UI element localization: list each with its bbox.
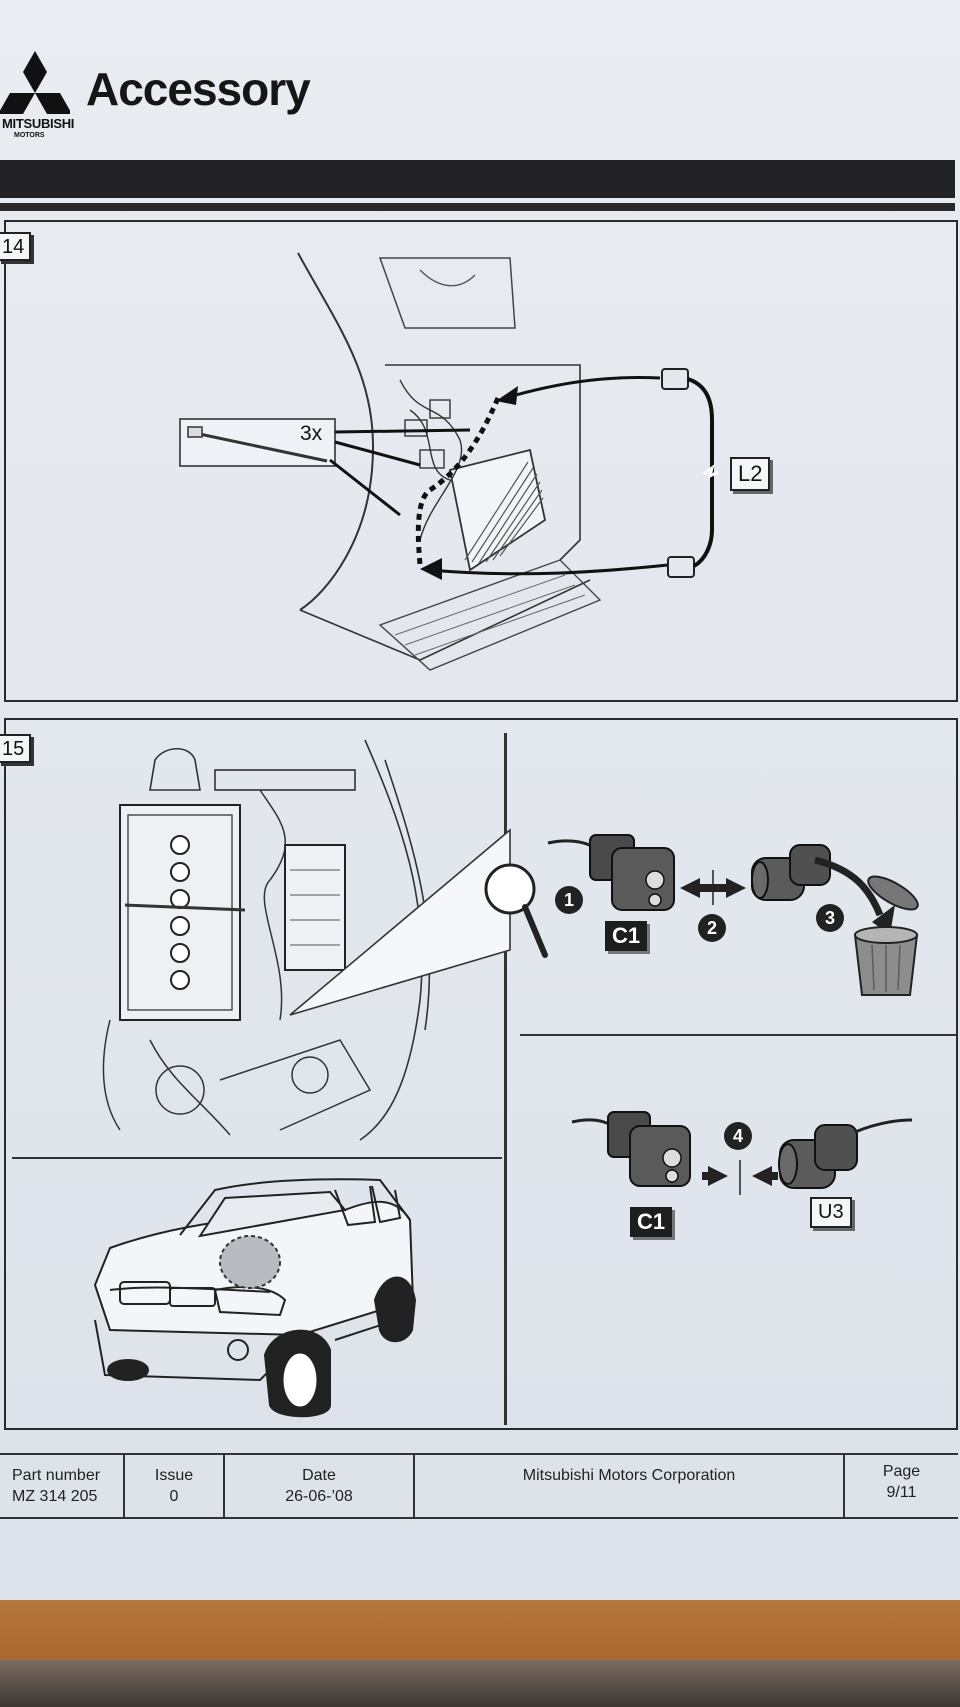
l2-harness [661,368,719,578]
company-cell: Mitsubishi Motors Corporation [415,1455,845,1517]
manual-page: MITSUBISHI MOTORS Accessory 14 [0,0,960,1600]
cable-tie-quantity: 3x [300,422,323,445]
step-14-panel [4,220,958,702]
callout-4: 4 [724,1122,752,1150]
dummy-plug [751,844,831,901]
l2-label: L2 [730,457,771,491]
c1-label: C1 [605,921,648,951]
panel-divider-vertical [504,733,507,1425]
step-14-illustration [179,252,719,671]
footer-info-table: Part number MZ 314 205 Issue 0 Date 26-0… [0,1453,958,1519]
callout-1: 1 [555,886,583,914]
step-15-panel [4,718,958,1430]
issue-label: Issue [154,1467,194,1484]
brand-name: MITSUBISHI [2,116,75,131]
part-number-value: MZ 314 205 [12,1488,98,1505]
date-label: Date [302,1467,336,1484]
brand-sub: MOTORS [14,132,45,139]
mitsubishi-logo-icon [0,51,70,114]
page-title: Accessory [86,63,311,115]
header-rule-thin [0,203,955,211]
c1-connector-connect [571,1111,691,1187]
page-label: Page [882,1463,921,1480]
u3-label: U3 [810,1197,852,1228]
company-name: Mitsubishi Motors Corporation [522,1467,736,1484]
page-cell: Page 9/11 [845,1455,958,1517]
part-number-cell: Part number MZ 314 205 [0,1455,125,1517]
panel-divider-left-h [12,1157,502,1159]
callout-2: 2 [698,914,726,942]
step-14-number: 14 [0,232,32,261]
header-rule-thick [0,160,955,198]
vehicle-illustration [93,1178,417,1418]
step-15-illustration [93,739,919,1418]
c1-connector-disconnect [547,834,675,911]
page-value: 9/11 [886,1484,917,1501]
issue-cell: Issue 0 [125,1455,225,1517]
panel-divider-right-h [520,1034,956,1036]
desk-edge [0,1660,960,1707]
issue-value: 0 [169,1488,179,1505]
callout-3: 3 [816,904,844,932]
step-15-number: 15 [0,734,32,763]
c1-label-2: C1 [630,1207,673,1237]
trash-bin-icon [853,875,919,996]
part-number-label: Part number [12,1467,101,1484]
date-value: 26-06-’08 [285,1488,353,1505]
u3-connector [778,1118,913,1189]
date-cell: Date 26-06-’08 [225,1455,415,1517]
